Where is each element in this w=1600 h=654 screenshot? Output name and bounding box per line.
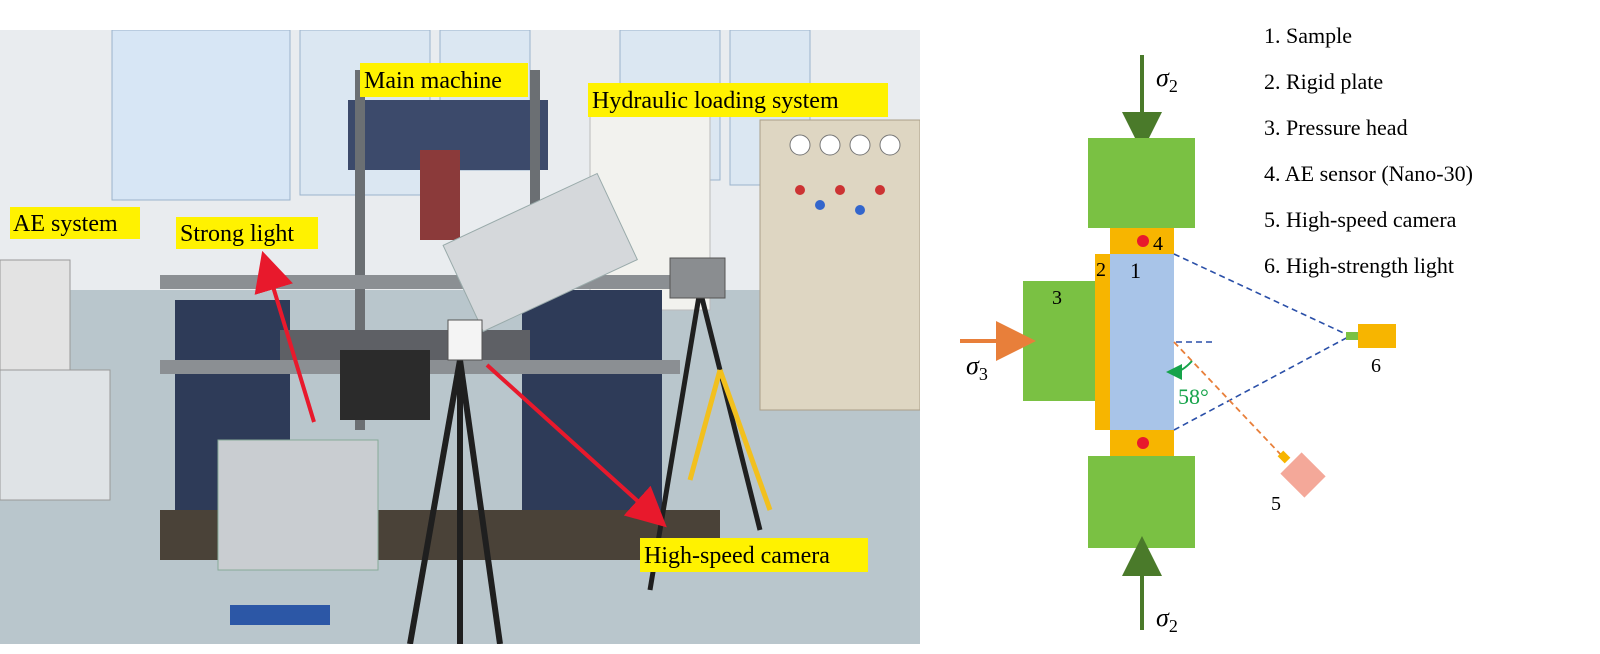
label-strong-light-bg (176, 217, 318, 249)
stress-label-bottom: σ2 (1156, 603, 1178, 636)
number-4: 4 (1153, 233, 1163, 255)
sensor-dot-top (1137, 235, 1149, 247)
label-ae-system: AE system (13, 211, 118, 237)
light-lens (1346, 332, 1360, 340)
high-speed-camera (447, 319, 483, 361)
sample (1110, 254, 1174, 430)
schematic-diagram: σ2 4 1 2 3 σ3 σ2 6 5 58° 1. Sample 2. Ri… (960, 23, 1473, 636)
label-strong-light: Strong light (180, 221, 294, 247)
legend-item: 2. Rigid plate (1264, 69, 1383, 94)
label-main-machine-bg (360, 63, 528, 97)
ae-unit (0, 259, 71, 381)
label-camera: High-speed camera (644, 543, 830, 569)
green-block-bottom (1088, 456, 1195, 548)
angle-arc (1166, 360, 1193, 380)
light-ray-bottom (1173, 335, 1351, 431)
legend-item: 6. High-strength light (1264, 253, 1454, 278)
label-hydraulic-bg (588, 83, 888, 117)
stress-label-top: σ2 (1156, 63, 1178, 96)
rigid-plate (1095, 254, 1110, 430)
legend-item: 3. Pressure head (1264, 115, 1408, 140)
control-console (759, 119, 920, 411)
stress-label-side: σ3 (966, 351, 988, 384)
number-6: 6 (1371, 355, 1381, 377)
number-2: 2 (1096, 259, 1106, 281)
poster (111, 30, 291, 201)
label-ae-system-bg (10, 207, 140, 239)
high-strength-light (1358, 324, 1396, 348)
strong-light-top (442, 172, 638, 333)
legend-item: 1. Sample (1264, 23, 1352, 48)
number-3: 3 (1052, 287, 1062, 309)
legend: 1. Sample 2. Rigid plate 3. Pressure hea… (1264, 23, 1473, 278)
sensor-dot-bottom (1137, 437, 1149, 449)
legend-item: 5. High-speed camera (1264, 207, 1457, 232)
lab-photo: Main machine Hydraulic loading system AE… (0, 30, 920, 644)
arrow-strong-light (254, 250, 316, 423)
label-main-machine: Main machine (364, 68, 502, 94)
green-block-top (1088, 138, 1195, 228)
camera-right (669, 257, 726, 299)
sample-holder (340, 350, 430, 420)
number-5: 5 (1271, 493, 1281, 515)
label-camera-bg (640, 538, 868, 572)
piston (420, 150, 460, 240)
arrow-camera (485, 363, 667, 528)
strong-light-bottom (217, 439, 379, 571)
number-1: 1 (1130, 258, 1141, 283)
ae-cabinet (0, 369, 111, 501)
label-hydraulic: Hydraulic loading system (592, 88, 839, 114)
legend-item: 4. AE sensor (Nano-30) (1264, 161, 1473, 186)
camera-sightline (1173, 341, 1285, 459)
angle-label: 58° (1178, 384, 1209, 409)
frame-right (522, 290, 662, 530)
camera-lens (1277, 450, 1291, 464)
light-ray-top (1173, 253, 1351, 337)
camera-body (1280, 452, 1326, 498)
